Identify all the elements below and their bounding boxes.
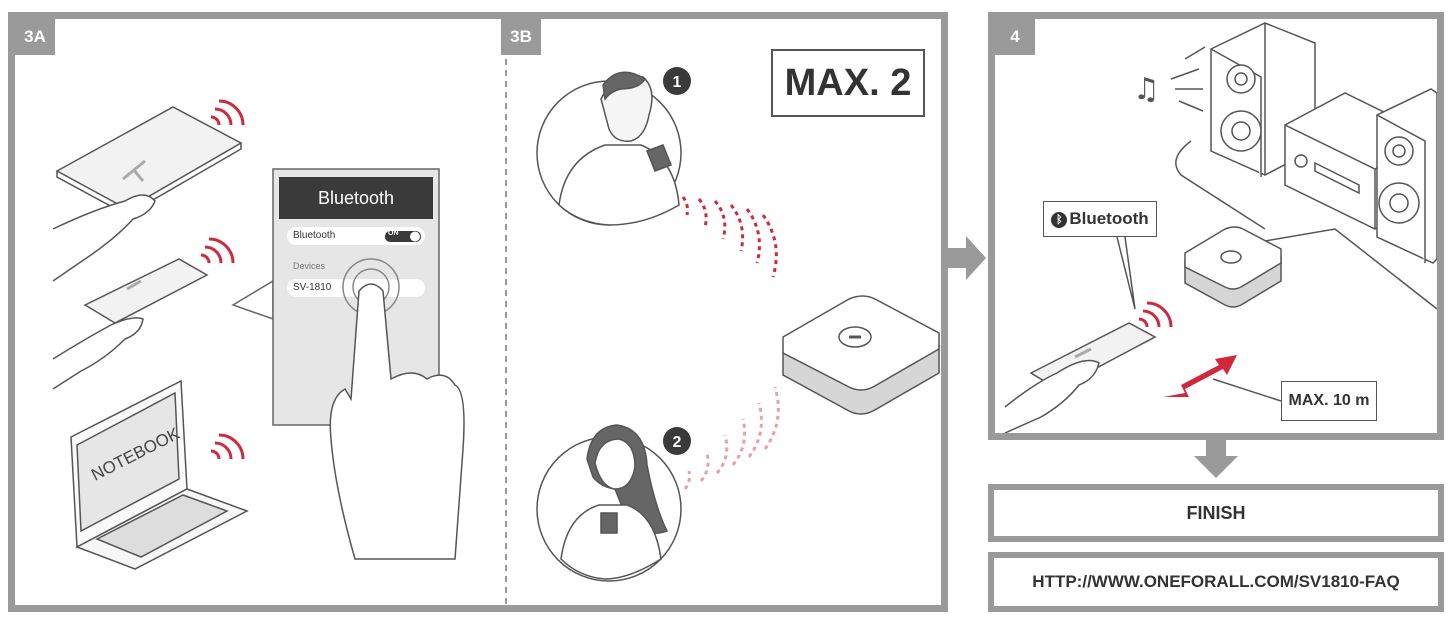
signal-waves-user-1 [681, 196, 778, 278]
finish-label: FINISH [1186, 503, 1246, 523]
bluetooth-callout-pointer [1116, 236, 1136, 310]
phone-icon [83, 258, 209, 324]
bluetooth-logo-icon: ᛒ [1051, 211, 1068, 228]
person-1-figure [558, 71, 680, 226]
range-callout-line [1212, 378, 1282, 402]
signal-waves-laptop [210, 433, 245, 460]
device-list-item: SV-1810 [293, 282, 332, 293]
user-2-number: 2 [673, 434, 682, 451]
signal-waves-tablet [210, 99, 245, 126]
device-row [287, 279, 425, 297]
user-1-number: 1 [673, 74, 682, 91]
person-2-figure [560, 424, 669, 580]
step-3-illustration: NOTEBOOK 1 [52, 59, 940, 605]
faq-url-link[interactable]: HTTP://WWW.ONEFORALL.COM/SV1810-FAQ [1032, 572, 1400, 591]
step-4-illustration: ♫ [1004, 22, 1437, 433]
bluetooth-toggle-state: ON [388, 230, 399, 237]
hand-step-4 [1004, 359, 1100, 433]
user-1-badge [663, 67, 691, 95]
range-arrow-icon [1163, 355, 1237, 397]
max-connections-box: MAX. 2 [771, 49, 925, 117]
pointing-hand [329, 283, 465, 560]
signal-waves-phone [200, 237, 235, 264]
phone-screen-header [279, 177, 433, 219]
range-label-box: MAX. 10 m [1281, 381, 1377, 421]
signal-waves-user-2 [683, 386, 780, 490]
receiver-device-step-4 [1184, 226, 1282, 308]
user-2-badge [663, 427, 691, 455]
faq-url-box: HTTP://WWW.ONEFORALL.COM/SV1810-FAQ [988, 552, 1444, 612]
max-connections-label: MAX. 2 [784, 62, 912, 104]
finish-box: FINISH [988, 484, 1444, 542]
step-4-badge: 4 [995, 19, 1035, 55]
laptop-icon [70, 379, 249, 570]
arrow-right-icon [948, 236, 986, 280]
audio-cables [1175, 140, 1437, 310]
signal-waves-step-4 [1138, 301, 1173, 328]
panel-step-3: 3A 3B [8, 12, 948, 612]
devices-heading: Devices [293, 261, 326, 271]
range-label: MAX. 10 m [1288, 392, 1370, 409]
callout-pointer [231, 279, 274, 321]
sound-lines [1170, 46, 1206, 112]
right-speaker [1376, 88, 1437, 264]
arrow-down-icon [1194, 440, 1238, 478]
bluetooth-toggle-label: Bluetooth [293, 230, 336, 241]
bluetooth-label: Bluetooth [1069, 209, 1149, 228]
step-3a-badge: 3A [15, 19, 55, 55]
hand-phone [52, 317, 144, 390]
receiver-device [782, 295, 940, 415]
hand-tablet [52, 194, 156, 282]
step-3b-badge: 3B [501, 19, 541, 55]
music-note-icon: ♫ [1133, 72, 1160, 107]
panel-step-4: 4 ♫ [988, 12, 1444, 440]
phone-screen-title: Bluetooth [317, 188, 395, 208]
